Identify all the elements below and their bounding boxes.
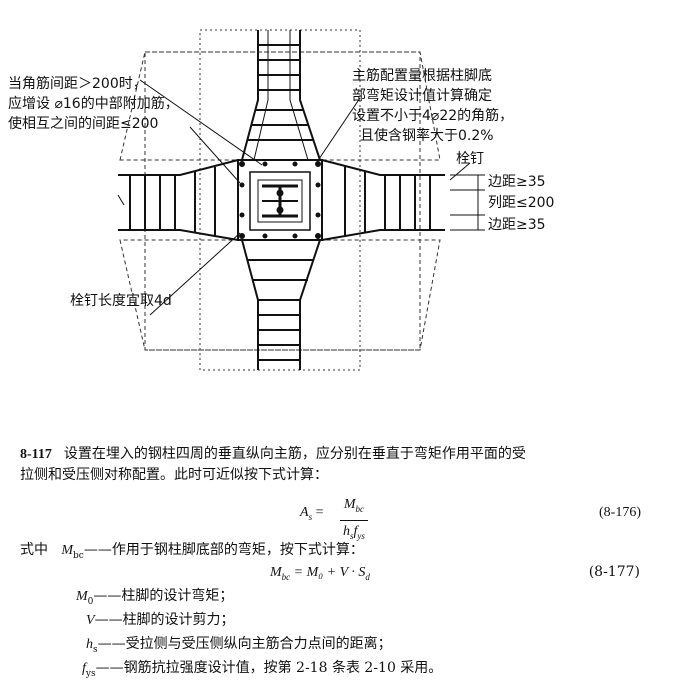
def-m0-sub: 0 — [87, 596, 94, 607]
eq1-den-f: f — [353, 523, 358, 539]
column-base-reinforcement-diagram: 当角筋间距＞200时， 应增设 ⌀16的中部附加筋， 使相互之间的间距≤200 … — [8, 29, 554, 371]
eq1-fraction: Mbc hsfys — [340, 494, 368, 547]
def-mbc-text: ——作用于钢柱脚底部的弯矩，按下式计算： — [83, 542, 364, 558]
label-column-spacing: 列距≤200 — [488, 195, 554, 211]
def-m0-text: ——柱脚的设计弯矩； — [93, 588, 234, 604]
paragraph-line-2: 拉侧和受压侧对称配置。此时可近似按下式计算： — [20, 467, 328, 483]
def-hs-text: ——受拉侧与受压侧纵向主筋合力点间的距离； — [97, 636, 392, 652]
note-right-2: 部弯矩设计值计算确定 — [352, 87, 492, 104]
def-hs-sub: s — [93, 644, 98, 655]
eq1-lhs-sub: s — [308, 511, 313, 522]
leader-lines — [139, 79, 471, 316]
eq2-lhs: M — [270, 565, 282, 580]
dimension-marks — [450, 174, 485, 231]
def-v: V——柱脚的设计剪力； — [86, 610, 235, 631]
eq1-lhs: A — [300, 505, 309, 520]
eq1-den-h: h — [343, 523, 350, 539]
def-v-text: ——柱脚的设计剪力； — [94, 612, 235, 628]
label-edge-distance-top: 边距≥35 — [488, 174, 546, 190]
def-mbc-sub: bc — [73, 550, 84, 561]
def-m0: M0——柱脚的设计弯矩； — [76, 586, 233, 613]
where-label: 式中 — [20, 542, 48, 558]
label-stud-length: 栓钉长度宜取4d — [70, 293, 172, 309]
eq2-rhs-sub: d — [365, 571, 370, 582]
eq2-lhs-sub: bc — [281, 571, 291, 582]
def-mbc-symbol: M — [61, 543, 74, 558]
paragraph-8-117: 8-117 设置在埋入的钢柱四周的垂直纵向主筋，应分别在垂直于弯矩作用平面的受 拉… — [20, 444, 660, 486]
dashed-outline — [119, 29, 441, 371]
top-rebar-strip — [241, 30, 321, 161]
def-fys-symbol: f — [82, 661, 86, 676]
note-right-1: 主筋配置量根据柱脚底 — [352, 67, 492, 84]
def-hs: hs——受拉侧与受压侧纵向主筋合力点间的距离； — [86, 634, 392, 661]
right-rebar-strip — [321, 159, 445, 241]
def-hs-symbol: h — [86, 637, 93, 652]
def-v-symbol: V — [86, 613, 95, 628]
note-left-3: 使相互之间的间距≤200 — [8, 115, 158, 132]
eq1-den-h-sub: s — [350, 530, 354, 541]
note-left-2: 应增设 ⌀16的中部附加筋， — [8, 95, 179, 112]
left-rebar-strip — [117, 159, 239, 241]
eq2-rhs: = M₀ + V · S — [290, 565, 366, 580]
eq1-tag: (8-176) — [599, 505, 641, 520]
eq1-numerator-sub: bc — [355, 503, 365, 514]
def-fys-sub: ys — [85, 668, 96, 679]
section-number: 8-117 — [20, 447, 52, 462]
eq2-tag: (8-177) — [588, 564, 640, 580]
eq1-numerator: M — [343, 497, 356, 512]
def-fys: fys——钢筋抗拉强度设计值，按第 2-18 条表 2-10 采用。 — [82, 658, 442, 685]
def-mbc: 式中 Mbc——作用于钢柱脚底部的弯矩，按下式计算： — [20, 540, 364, 567]
eq1-equals: = — [312, 505, 324, 520]
note-right-4: 且使含钢率大于0.2% — [360, 127, 494, 144]
label-stud: 栓钉 — [456, 151, 484, 167]
eq1-den-f-sub: ys — [357, 530, 365, 541]
equation-8-177: Mbc = M₀ + V · Sd — [270, 562, 370, 588]
label-edge-distance-bottom: 边距≥35 — [488, 217, 546, 233]
steel-column-base — [237, 159, 323, 241]
note-right-3: 设置不小于4⌀22的角筋， — [352, 107, 513, 124]
note-left-1: 当角筋间距＞200时， — [8, 75, 147, 92]
paragraph-line-1: 设置在埋入的钢柱四周的垂直纵向主筋，应分别在垂直于弯矩作用平面的受 — [63, 446, 526, 462]
def-m0-symbol: M — [76, 589, 88, 604]
def-fys-text: ——钢筋抗拉强度设计值，按第 2-18 条表 2-10 采用。 — [95, 660, 443, 676]
bottom-rebar-strip — [241, 239, 321, 370]
